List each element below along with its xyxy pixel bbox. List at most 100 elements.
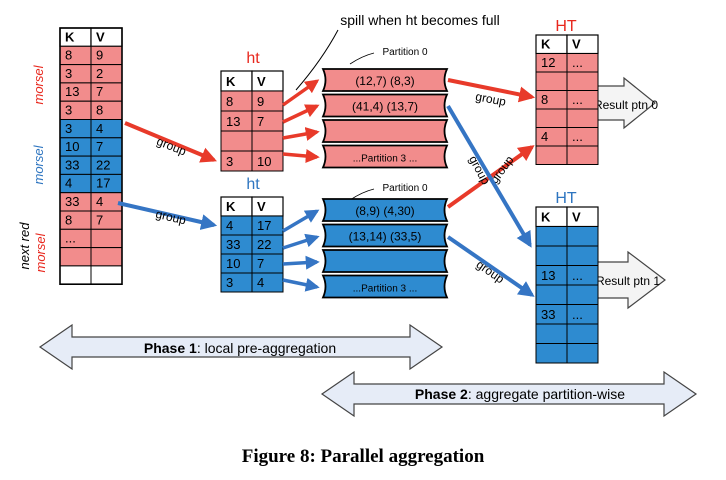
ht-blue-cell-text: 17	[257, 218, 271, 233]
HT-blue-cell	[566, 245, 599, 266]
HT-blue-cell	[566, 343, 599, 364]
input-table-cell-text: 3	[65, 121, 72, 136]
result-ptn0-arrow: Result ptn 0	[594, 76, 658, 130]
group-label-1: group	[155, 134, 189, 159]
partition-red-block	[321, 93, 449, 118]
morsel-label-3: morsel	[33, 232, 48, 272]
input-table-cell-text: 7	[96, 84, 103, 99]
ht-blue-cell-text: 22	[257, 237, 271, 252]
HT-blue-cell-text: ...	[572, 268, 583, 283]
HT-red-cell	[566, 108, 599, 128]
result-ptn1-arrow: Result ptn 1	[595, 250, 666, 310]
partition-red-block	[321, 119, 449, 143]
input-table-cell-text: 4	[96, 121, 103, 136]
ht-red-cell	[220, 130, 253, 152]
ht-red-cell	[251, 130, 284, 152]
HT-red-cell-text: 8	[541, 92, 548, 107]
ht-red-cell-text: 8	[226, 94, 233, 109]
figure-caption: Figure 8: Parallel aggregation	[241, 446, 485, 467]
arrow-blue-p1-to-HT-blue	[446, 235, 535, 297]
morsel-label-2: morsel	[31, 144, 46, 184]
HT-red-cell-text: ...	[572, 92, 583, 107]
phase2-rest: : aggregate partition-wise	[468, 386, 625, 402]
svg-text:Phase 2: aggregate partition-w: Phase 2: aggregate partition-wise	[415, 386, 625, 402]
input-table-cell	[90, 228, 123, 249]
input-table-cell-text: 3	[65, 103, 72, 118]
partition-blue-block-text: (8,9) (4,30)	[355, 204, 414, 218]
spill-label: spill when ht becomes full	[340, 12, 500, 28]
ht-blue-cell-text: 10	[226, 256, 240, 271]
ht-blue-cell-text: 7	[257, 256, 264, 271]
partition-red-block	[321, 144, 449, 169]
partition-red-block-text: ...Partition 3 ...	[353, 154, 417, 165]
result-ptn1-label: Result ptn 1	[596, 274, 660, 288]
HT-blue-title: HT	[555, 190, 577, 207]
ht-blue-cell-text: 33	[226, 237, 240, 252]
input-table-cell	[59, 265, 92, 285]
morsel-label-1: morsel	[31, 64, 46, 104]
HT-red-cell-text: 4	[541, 129, 548, 144]
phase2-arrow: Phase 2: aggregate partition-wise	[320, 370, 698, 418]
partition-blue-block-text: (13,14) (33,5)	[349, 230, 422, 244]
group-label-3: group	[474, 89, 507, 109]
HT-blue-cell-text: ...	[572, 307, 583, 322]
input-table-cell	[90, 247, 123, 267]
input-table-cell	[90, 265, 123, 285]
input-table-cell-text: 4	[96, 194, 103, 209]
input-table-cell-text: 33	[65, 194, 79, 209]
HT-red-header-k: K	[541, 37, 551, 52]
input-table-cell-text: 2	[96, 66, 103, 81]
HT-red-cell-text: ...	[572, 129, 583, 144]
input-table-cell-text: 8	[65, 48, 72, 63]
ht-blue-cell-text: 4	[226, 218, 233, 233]
HT-blue-cell-text: 33	[541, 307, 555, 322]
input-table-cell	[59, 247, 92, 267]
ht-red-cell	[251, 150, 284, 172]
HT-red-title: HT	[555, 18, 577, 35]
HT-red-cell	[535, 145, 568, 165]
HT-blue-cell	[535, 284, 568, 305]
partition-red-block	[321, 68, 449, 92]
partitions-red-heading: Partition 0	[382, 47, 427, 58]
partitions-red: (12,7) (8,3)(41,4) (13,7)...Partition 3 …	[321, 68, 449, 169]
arrow-red-p1-to-HT-blue	[446, 104, 532, 248]
svg-text:Phase 1: local pre-aggregation: Phase 1: local pre-aggregation	[144, 340, 336, 356]
HT-blue-header-k: K	[541, 210, 551, 225]
ht-blue-cell	[251, 272, 284, 293]
HT-blue-cell	[566, 323, 599, 344]
ht-blue-header-v: V	[257, 199, 266, 214]
HT-blue-cell	[535, 343, 568, 364]
input-table-header-v: V	[96, 29, 105, 44]
ht-red-header-v: V	[257, 74, 266, 89]
input-table-cell-text: 7	[96, 139, 103, 154]
phase1-bold: Phase 1	[144, 340, 197, 356]
ht-blue-cell-text: 3	[226, 275, 233, 290]
HT-red-cell-text: 12	[541, 55, 555, 70]
spill-pointer	[295, 29, 339, 91]
HT-blue-cell	[566, 226, 599, 247]
input-table-cell-text: ...	[65, 231, 76, 246]
ht-blue-title: ht	[246, 176, 260, 193]
ht-red-cell-text: 7	[257, 114, 264, 129]
arrow-input-to-ht-red	[124, 121, 217, 163]
ht-blue-cell-text: 4	[257, 275, 264, 290]
ht-red-cell-text: 13	[226, 114, 240, 129]
group-label-6: group	[474, 257, 507, 286]
HT-blue-header-v: V	[572, 210, 581, 225]
group-label-5: group	[466, 153, 493, 187]
phase1-arrow: Phase 1: local pre-aggregation	[38, 323, 444, 371]
phase1-rest: : local pre-aggregation	[197, 340, 336, 356]
input-table-header-k: K	[65, 29, 75, 44]
input-table-border	[59, 27, 123, 286]
input-table-cell-text: 4	[65, 176, 72, 191]
partition-red-block-text: (41,4) (13,7)	[352, 100, 418, 114]
input-table-cell-text: 17	[96, 176, 110, 191]
HT-red-cell	[566, 145, 599, 165]
HT-blue-cell	[535, 226, 568, 247]
input-table-cell-text: 10	[65, 139, 79, 154]
